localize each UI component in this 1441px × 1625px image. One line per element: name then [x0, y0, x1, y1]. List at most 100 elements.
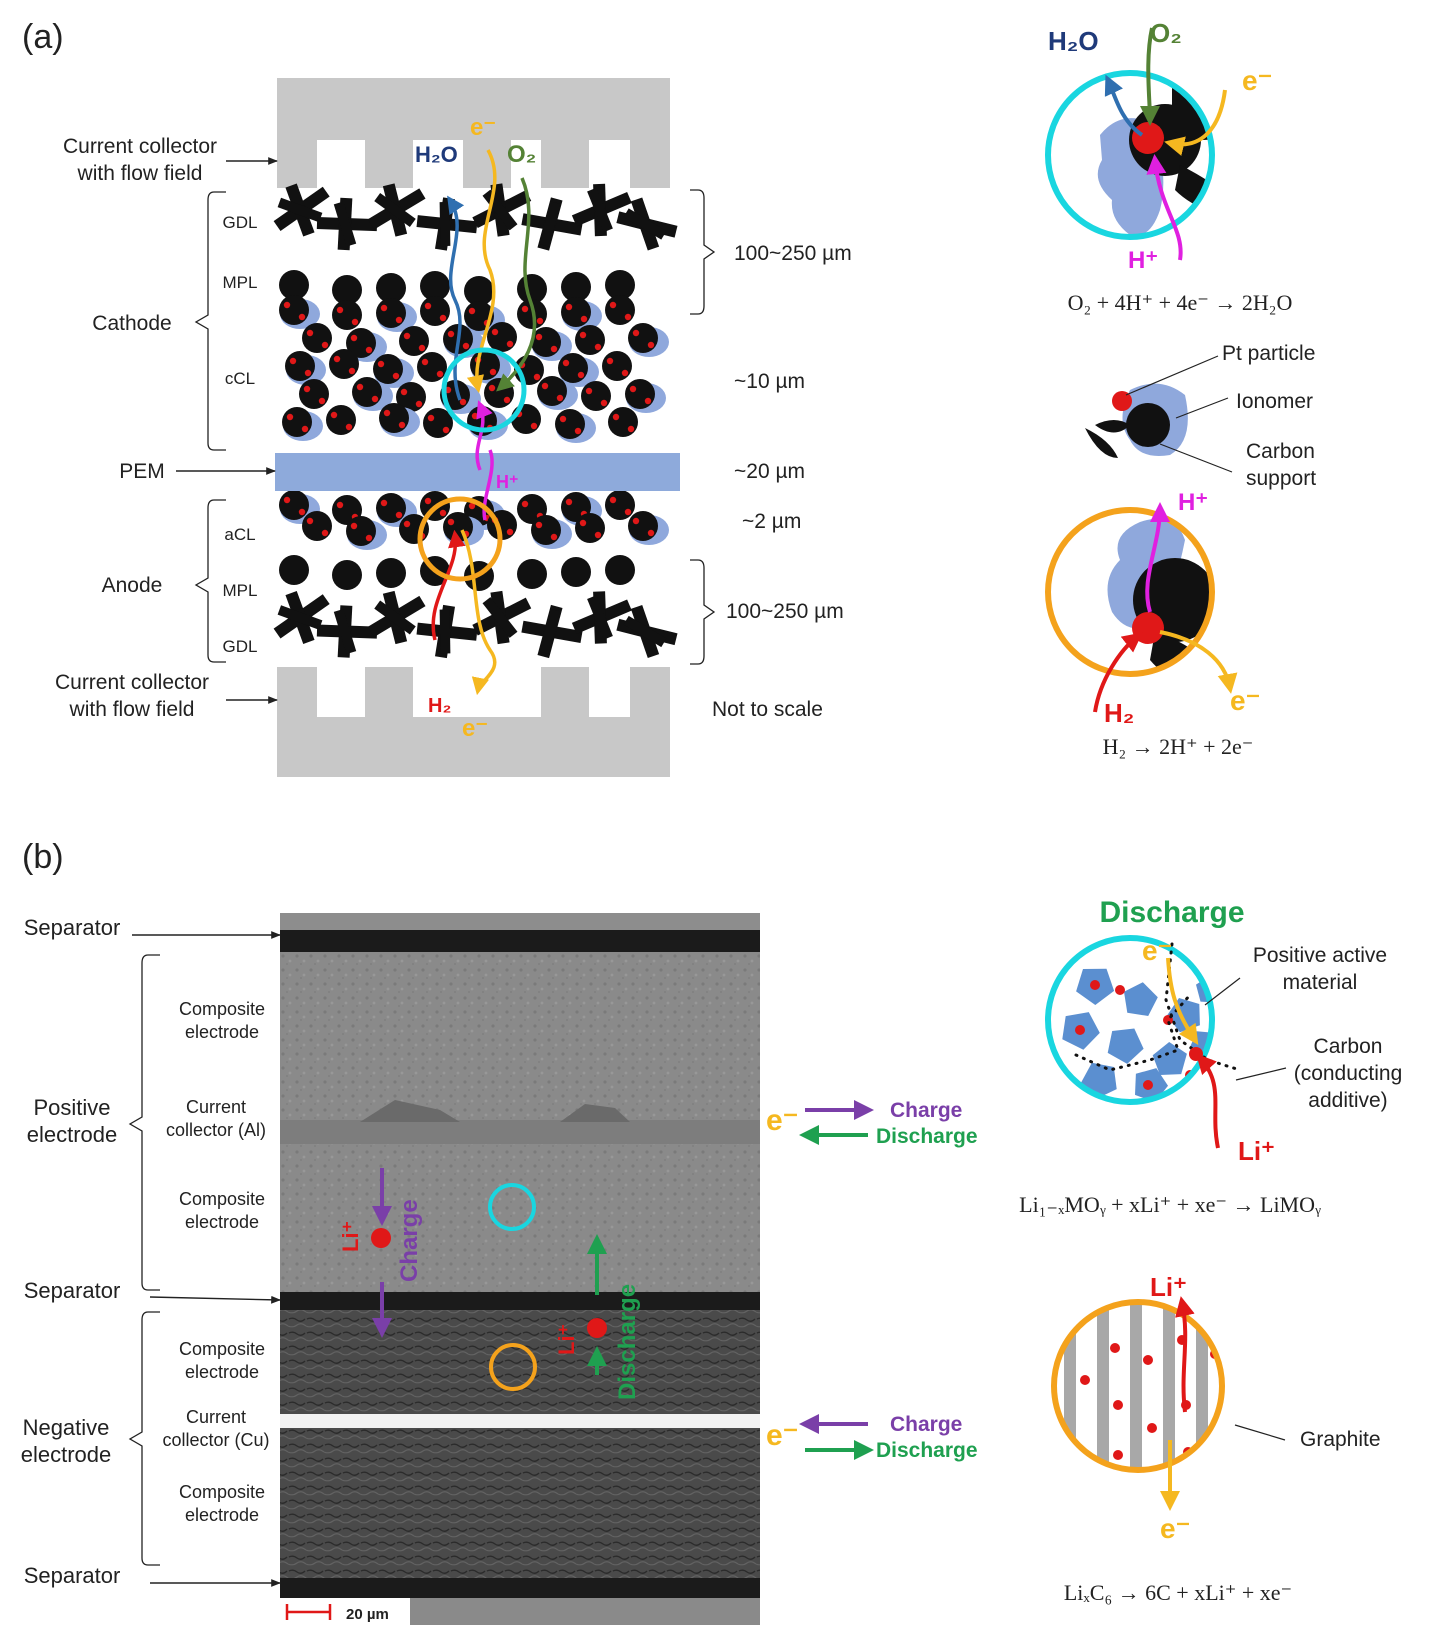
gdl-fiber: [571, 591, 632, 644]
pt-carbon-particle: [376, 273, 406, 303]
pem-label: PEM: [119, 460, 165, 483]
pt-carbon-particle: [561, 297, 602, 331]
gdl-fiber: [316, 197, 378, 251]
gdl-fiber: [521, 197, 583, 251]
thickness-acl: ~2 µm: [742, 510, 801, 533]
cathode-equation: O₂ + 4H⁺ + 4e⁻ → 2H₂O: [1068, 290, 1293, 315]
thickness-top: 100~250 µm: [734, 242, 852, 265]
charge-flow-label-2: Charge: [890, 1413, 962, 1436]
pt-carbon-particle: [605, 270, 635, 300]
gdl-fiber: [616, 604, 678, 659]
composite-3-line2: electrode: [185, 1362, 259, 1382]
separator-label-1: Separator: [24, 915, 121, 940]
composite-3-line1: Composite: [179, 1339, 265, 1359]
negative-inset: Li⁺ e⁻ Graphite LiₓC₆ → 6C + xLi⁺ + xe⁻: [1051, 1272, 1381, 1605]
cc-al-line1: Current: [186, 1097, 246, 1117]
cc-cu-line2: collector (Cu): [162, 1430, 269, 1450]
pt-carbon-particle: [326, 405, 356, 435]
gdl-top-label: GDL: [223, 213, 258, 232]
h-label: H⁺: [496, 472, 519, 492]
composite-1-line1: Composite: [179, 999, 265, 1019]
pt-carbon-particle: [511, 404, 541, 434]
pt-carbon-particle: [487, 322, 517, 352]
legend-pt-particle: Pt particle: [1222, 342, 1315, 365]
current-collector-top: [277, 78, 670, 188]
thickness-bottom: 100~250 µm: [726, 600, 844, 623]
inset-h2-label: H₂: [1104, 698, 1134, 728]
pt-carbon-particle: [602, 351, 632, 381]
pt-carbon-particle: [332, 275, 362, 305]
pt-carbon-particle: [373, 354, 414, 388]
pt-carbon-particle: [517, 559, 547, 589]
composite-2-line2: electrode: [185, 1212, 259, 1232]
negative-electrode-line2: electrode: [21, 1442, 112, 1467]
thickness-ccl: ~10 µm: [734, 370, 805, 393]
carbon-additive-line1: Carbon: [1314, 1035, 1383, 1058]
pt-carbon-particle: [279, 270, 309, 300]
gdl-fiber: [521, 604, 583, 659]
pt-carbon-particle: [379, 403, 420, 437]
cathode-inset: H₂O O₂ e⁻ H⁺ O₂ + 4H⁺ + 4e⁻ → 2H₂O: [1045, 18, 1293, 315]
cc-top-line1: Current collector: [63, 135, 217, 158]
pt-carbon-particle: [605, 295, 635, 325]
gdl-fiber: [416, 604, 478, 659]
negative-zoom-circle: [489, 1343, 537, 1391]
positive-material-line2: material: [1283, 971, 1358, 994]
scale-bar-label: 20 µm: [346, 1606, 389, 1623]
gdl-fiber: [616, 197, 678, 251]
pt-carbon-particle: [396, 382, 426, 412]
cathode-label: Cathode: [92, 312, 171, 335]
pt-carbon-particle: [625, 379, 666, 413]
inset-b-li-label-2: Li⁺: [1150, 1272, 1187, 1302]
composite-4-line1: Composite: [179, 1482, 265, 1502]
inset-h-label-bottom: H⁺: [1178, 489, 1208, 516]
pt-carbon-particle: [399, 326, 429, 356]
composite-1-line2: electrode: [185, 1022, 259, 1042]
inset-h2o-label: H₂O: [1048, 26, 1099, 56]
pt-carbon-particle: [376, 558, 406, 588]
negative-equation: LiₓC₆ → 6C + xLi⁺ + xe⁻: [1064, 1580, 1292, 1605]
cc-cu-line1: Current: [186, 1407, 246, 1427]
sem-micrograph: 20 µm Li⁺ Charge Li⁺ Discharge: [280, 913, 760, 1625]
legend-carbon-line2: support: [1246, 467, 1316, 490]
not-to-scale: Not to scale: [712, 698, 823, 721]
carbon-additive-line2: (conducting: [1294, 1062, 1403, 1085]
inset-e-label-bottom: e⁻: [1230, 685, 1260, 716]
discharge-flow-label-2: Discharge: [876, 1439, 978, 1462]
pt-carbon-particle: [531, 327, 572, 361]
cc-bottom-line2: with flow field: [69, 698, 195, 721]
composite-4-line2: electrode: [185, 1505, 259, 1525]
gdl-fiber: [416, 197, 478, 251]
pt-carbon-particle: [531, 515, 572, 549]
pt-carbon-particle: [279, 295, 320, 329]
positive-inset: Discharge e⁻ Li⁺ Positive active materia…: [1019, 896, 1402, 1217]
pt-carbon-particle: [299, 379, 329, 409]
positive-equation: Li₁₋ₓMOᵧ + xLi⁺ + xe⁻ → LiMOᵧ: [1019, 1192, 1321, 1217]
inset-h-label-top: H⁺: [1128, 247, 1158, 274]
active-material-grain: [1107, 1028, 1144, 1064]
ccl-label: cCL: [225, 369, 255, 388]
pt-carbon-particle: [282, 407, 323, 441]
positive-electrode-line2: electrode: [27, 1122, 118, 1147]
separator-label-3: Separator: [24, 1563, 121, 1588]
h2-label: H₂: [428, 695, 451, 717]
discharge-title: Discharge: [1099, 896, 1244, 929]
inset-b-e-label: e⁻: [1142, 935, 1172, 966]
mpl-bottom-label: MPL: [223, 581, 258, 600]
mpl-top-label: MPL: [223, 273, 258, 292]
panel-b-label: (b): [22, 838, 64, 876]
e-flow-label-1: e⁻: [766, 1104, 799, 1137]
active-material-grain: [1124, 982, 1158, 1016]
panel-b-left-labels: Separator Positive electrode Composite e…: [21, 915, 281, 1588]
inset-b-li-label-1: Li⁺: [1238, 1136, 1275, 1166]
active-material-grain: [1152, 1042, 1187, 1075]
gdl-fiber: [472, 183, 532, 237]
anode-zoom-circle: [417, 496, 503, 582]
pt-carbon-particle: [575, 513, 605, 543]
pt-carbon-particle: [420, 296, 450, 326]
gdl-fiber: [273, 183, 330, 237]
e-flow-label-2: e⁻: [766, 1419, 799, 1452]
gdl-fiber: [367, 183, 426, 237]
pt-carbon-particle: [605, 490, 635, 520]
